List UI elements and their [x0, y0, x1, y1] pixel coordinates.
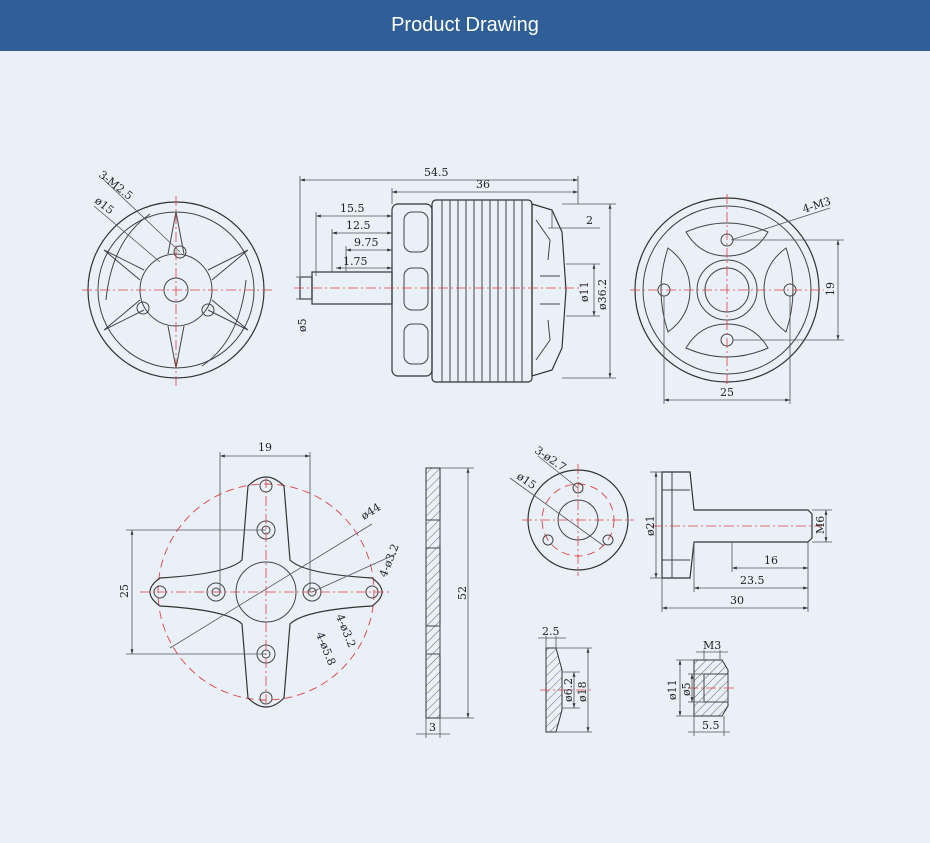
prop-shaft: ø21 M6 16 23.5 30 [644, 471, 832, 612]
dim-9-75: 9.75 [354, 236, 379, 249]
technical-drawing: 3-M2.5 ø15 54.5 36 15.5 [82, 166, 844, 738]
shaft-len-30: 30 [730, 594, 744, 607]
dim-motor-diameter: ø36.2 [596, 279, 609, 310]
dim-boss-diameter: ø11 [578, 281, 591, 302]
dim-lip: 2 [586, 214, 593, 227]
rear-spacing-h: 25 [720, 386, 734, 399]
front-bolt-circle-label: ø15 [92, 194, 116, 217]
nut-outer: ø11 [666, 679, 679, 700]
mount-holes-outer: 4-ø3.2 [377, 542, 402, 579]
dim-12-5: 12.5 [346, 219, 371, 232]
dim-1-75: 1.75 [343, 255, 368, 268]
front-view: 3-M2.5 ø15 [82, 168, 272, 386]
washer-inner: ø6.2 [562, 678, 575, 702]
washer-thickness: 2.5 [542, 625, 560, 638]
nut-inner: ø5 [680, 682, 693, 696]
plate-thickness: 3 [429, 721, 436, 734]
washer-outer: ø18 [576, 681, 589, 702]
header-bar: Product Drawing [0, 0, 930, 51]
dim-15-5: 15.5 [340, 202, 365, 215]
disk-holes-label: 3-ø2.7 [532, 444, 568, 474]
plate-height: 52 [456, 586, 469, 600]
fins [441, 200, 523, 382]
mount-counterbore: 4-ø5.8 [313, 630, 338, 667]
mount-spacing-top: 19 [258, 441, 272, 454]
plate-section: 52 3 [416, 467, 474, 738]
nut: M3 ø11 ø5 5.5 [666, 639, 736, 736]
dim-shaft-diameter: ø5 [296, 318, 309, 332]
nut-height: 5.5 [702, 719, 720, 732]
page-title: Product Drawing [391, 14, 539, 36]
rear-view: 4-M3 19 25 [630, 194, 844, 404]
prop-adapter-disk: 3-ø2.7 ø15 [509, 444, 634, 576]
dim-body-length: 36 [476, 178, 490, 191]
shaft-thread: M6 [814, 516, 827, 534]
mount-spacing-side: 25 [118, 584, 131, 598]
nut-thread: M3 [703, 639, 721, 652]
mount-circle-label: ø44 [359, 501, 383, 523]
dim-overall-length: 54.5 [424, 166, 449, 179]
rear-spacing-v: 19 [824, 282, 837, 296]
side-view: 54.5 36 15.5 12.5 9.75 1.75 2 ø11 ø36.2 … [294, 166, 616, 383]
washer: 2.5 ø6.2 ø18 [538, 625, 592, 733]
x-mount: 19 25 ø44 4-ø3.2 4-ø3.2 4-ø5.8 [118, 441, 402, 708]
shaft-len-23-5: 23.5 [740, 574, 765, 587]
mount-holes-inner: 4-ø3.2 [333, 612, 358, 649]
disk-circle-label: ø15 [514, 470, 538, 492]
shaft-len-16: 16 [764, 554, 778, 567]
shaft-flange-dia: ø21 [644, 515, 657, 536]
